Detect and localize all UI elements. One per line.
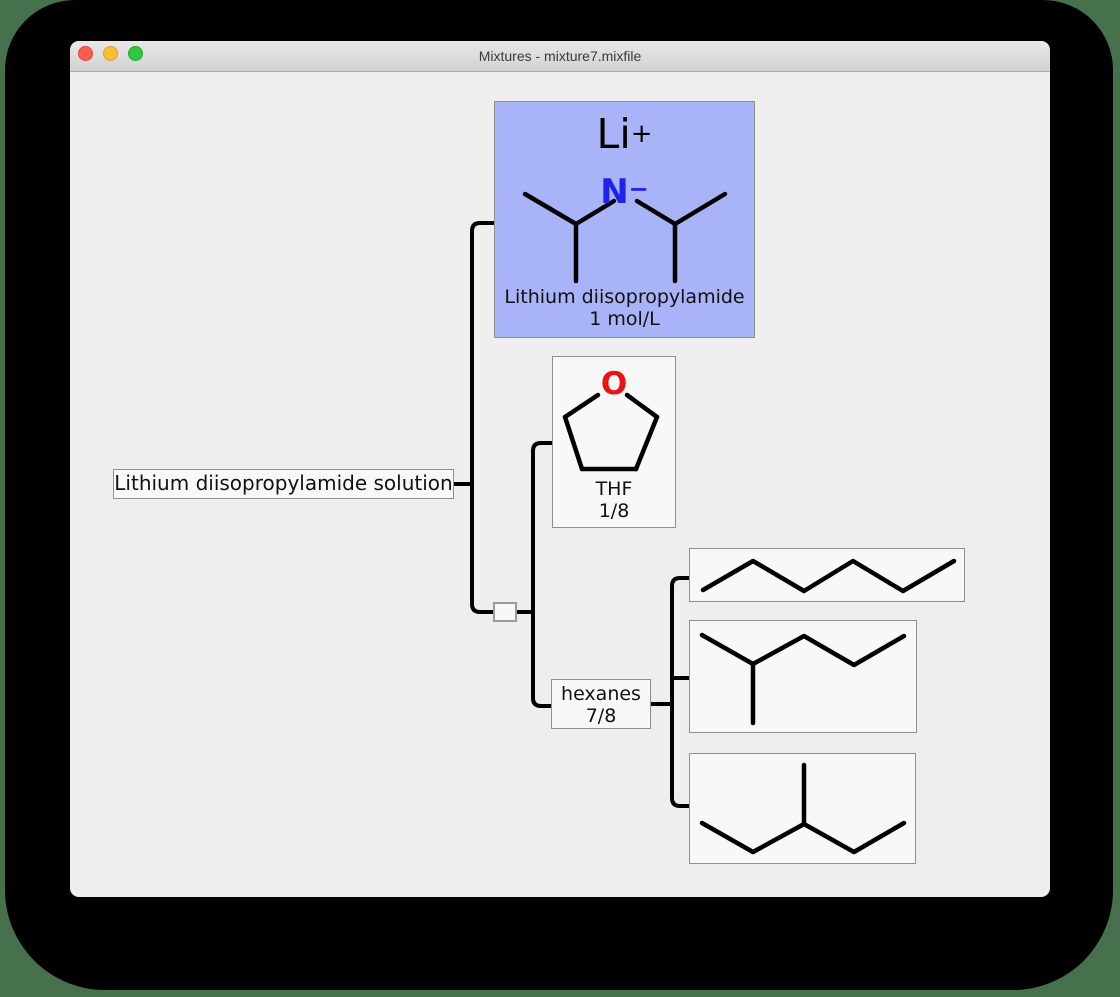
3-methylpentane-structure — [699, 762, 907, 855]
root-mixture-node[interactable]: Lithium diisopropylamide solution — [113, 469, 454, 499]
hexanes-node[interactable]: hexanes 7/8 — [551, 679, 651, 729]
structure-node-2-methylpentane[interactable] — [689, 620, 917, 733]
structure-node-n-hexane[interactable] — [689, 548, 965, 602]
thf-ratio: 1/8 — [598, 499, 630, 522]
lda-concentration: 1 mol/L — [589, 307, 660, 330]
lda-caption: Lithium diisopropylamide 1 mol/L — [495, 286, 754, 330]
mixture-canvas[interactable]: Lithium diisopropylamide solution Li+ N−… — [70, 72, 1050, 897]
li-cation-label: Li+ — [596, 110, 653, 158]
n-atom-label: N− — [600, 172, 649, 212]
lda-structure — [522, 191, 728, 284]
structure-node-3-methylpentane[interactable] — [689, 753, 916, 864]
titlebar[interactable]: Mixtures - mixture7.mixfile — [70, 41, 1050, 72]
hexanes-ratio: 7/8 — [585, 705, 617, 727]
hexanes-name: hexanes — [561, 683, 641, 705]
window-title: Mixtures - mixture7.mixfile — [478, 48, 642, 64]
lda-name: Lithium diisopropylamide — [504, 286, 745, 308]
o-atom-label: O — [600, 366, 628, 402]
app-window: Mixtures - mixture7.mixfile Lithium — [70, 41, 1050, 897]
n-hexane-structure — [700, 558, 957, 594]
branch-collapse-widget[interactable] — [493, 602, 517, 622]
thf-name: THF — [595, 478, 633, 500]
lda-node[interactable]: Li+ N− Lithium diisopropylamide 1 mol/L — [494, 101, 755, 338]
thf-structure — [562, 392, 660, 472]
2-methylpentane-structure — [699, 632, 907, 726]
thf-node[interactable]: O THF 1/8 — [552, 356, 676, 528]
close-button[interactable] — [78, 46, 93, 61]
root-mixture-label: Lithium diisopropylamide solution — [114, 471, 453, 495]
minimize-button[interactable] — [103, 46, 118, 61]
zoom-button[interactable] — [128, 46, 143, 61]
thf-caption: THF 1/8 — [553, 478, 675, 522]
